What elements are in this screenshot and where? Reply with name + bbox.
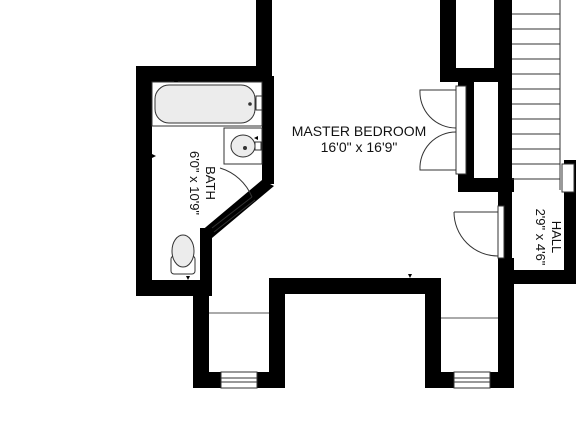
- staircase: [512, 0, 575, 193]
- wall-closet-bottom: [440, 68, 510, 82]
- alcove-lines: [209, 312, 498, 319]
- wall-closet-left: [440, 0, 456, 82]
- wall-alcove-right-outer: [498, 258, 514, 388]
- label-bath: BATH 6'0" x 10'9": [187, 151, 218, 215]
- room-name-bath: BATH: [203, 166, 218, 200]
- bath-door[interactable]: [211, 167, 256, 233]
- room-dims-hall: 2'9" x 4'6": [533, 209, 548, 266]
- bath-door-leaf: [211, 196, 253, 229]
- hall-door-swing: [453, 211, 499, 257]
- wardrobe-door-jamb: [455, 85, 467, 175]
- stair-newel-post: [561, 163, 575, 193]
- room-name-master: MASTER BEDROOM: [292, 123, 427, 139]
- tub-drain-icon: [248, 102, 252, 106]
- wall-bedroom-bottom: [269, 278, 441, 294]
- wall-hall-bottom: [498, 270, 576, 284]
- window-right: [453, 371, 491, 389]
- toilet: [170, 234, 196, 275]
- window-left: [220, 371, 258, 389]
- bathtub: [151, 81, 263, 127]
- tick-marks: [152, 78, 542, 282]
- wall-bath-left: [136, 66, 152, 296]
- sink-vanity: [223, 127, 263, 165]
- wall-alcove-left-inner: [269, 280, 285, 388]
- wardrobe-door-swing-upper: [419, 89, 457, 129]
- wardrobe-door-swing-lower: [419, 131, 457, 171]
- room-dims-bath: 6'0" x 10'9": [187, 151, 202, 215]
- sink-faucet-icon: [254, 141, 262, 151]
- label-hall: HALL 2'9" x 4'6": [533, 209, 564, 266]
- wall-stair-left: [498, 0, 512, 258]
- wall-bath-partition-lower: [200, 228, 212, 296]
- wall-alcove-right-inner: [425, 278, 441, 388]
- wall-bath-partition-upper: [262, 76, 274, 184]
- wardrobe-bifold-door[interactable]: [419, 85, 467, 175]
- hall-door-jamb: [497, 205, 505, 259]
- wall-bath-top: [136, 66, 272, 82]
- sink-drain-icon: [243, 146, 247, 150]
- wall-top-left: [256, 0, 272, 82]
- bath-door-leaf-inner: [213, 199, 256, 233]
- bath-door-swing: [219, 167, 253, 198]
- hall-door[interactable]: [453, 205, 505, 259]
- wall-alcove-left-outer: [193, 280, 209, 388]
- tub-faucet-icon: [255, 95, 263, 111]
- room-name-hall: HALL: [549, 221, 564, 254]
- label-master-bedroom: MASTER BEDROOM 16'0" x 16'9": [292, 123, 427, 155]
- room-dims-master: 16'0" x 16'9": [321, 139, 398, 155]
